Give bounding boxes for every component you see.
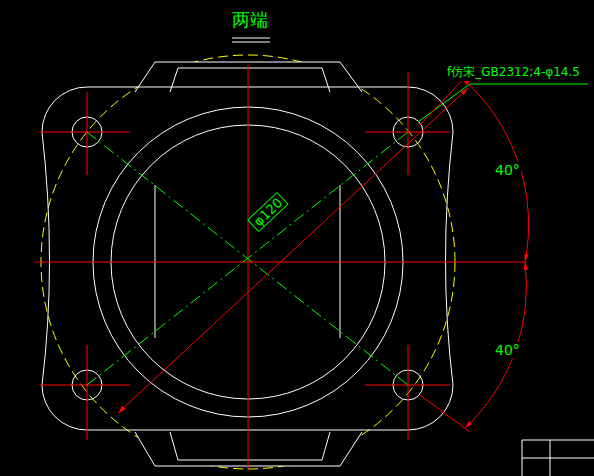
- title-block: [522, 440, 594, 476]
- angle-dimension: [465, 262, 526, 428]
- extension-line: [420, 74, 468, 125]
- diameter-dimension: [118, 88, 468, 413]
- hole-note: f仿宋_GB2312;4-φ14.5: [446, 64, 581, 81]
- view-title: 两端: [232, 8, 268, 32]
- title-underline: [232, 42, 270, 43]
- title-underline: [232, 38, 270, 39]
- diameter-label: φ120: [247, 192, 289, 233]
- top-tab-inner: [170, 68, 330, 92]
- note-leader: [418, 84, 588, 122]
- angle-label: 40°: [494, 162, 521, 178]
- angle-label: 40°: [494, 342, 521, 358]
- center-lines: [35, 65, 525, 470]
- bottom-tab-inner: [170, 432, 330, 460]
- diagonal-center-lines: [87, 132, 408, 385]
- extension-line: [420, 395, 470, 432]
- angle-dimension: [462, 78, 529, 262]
